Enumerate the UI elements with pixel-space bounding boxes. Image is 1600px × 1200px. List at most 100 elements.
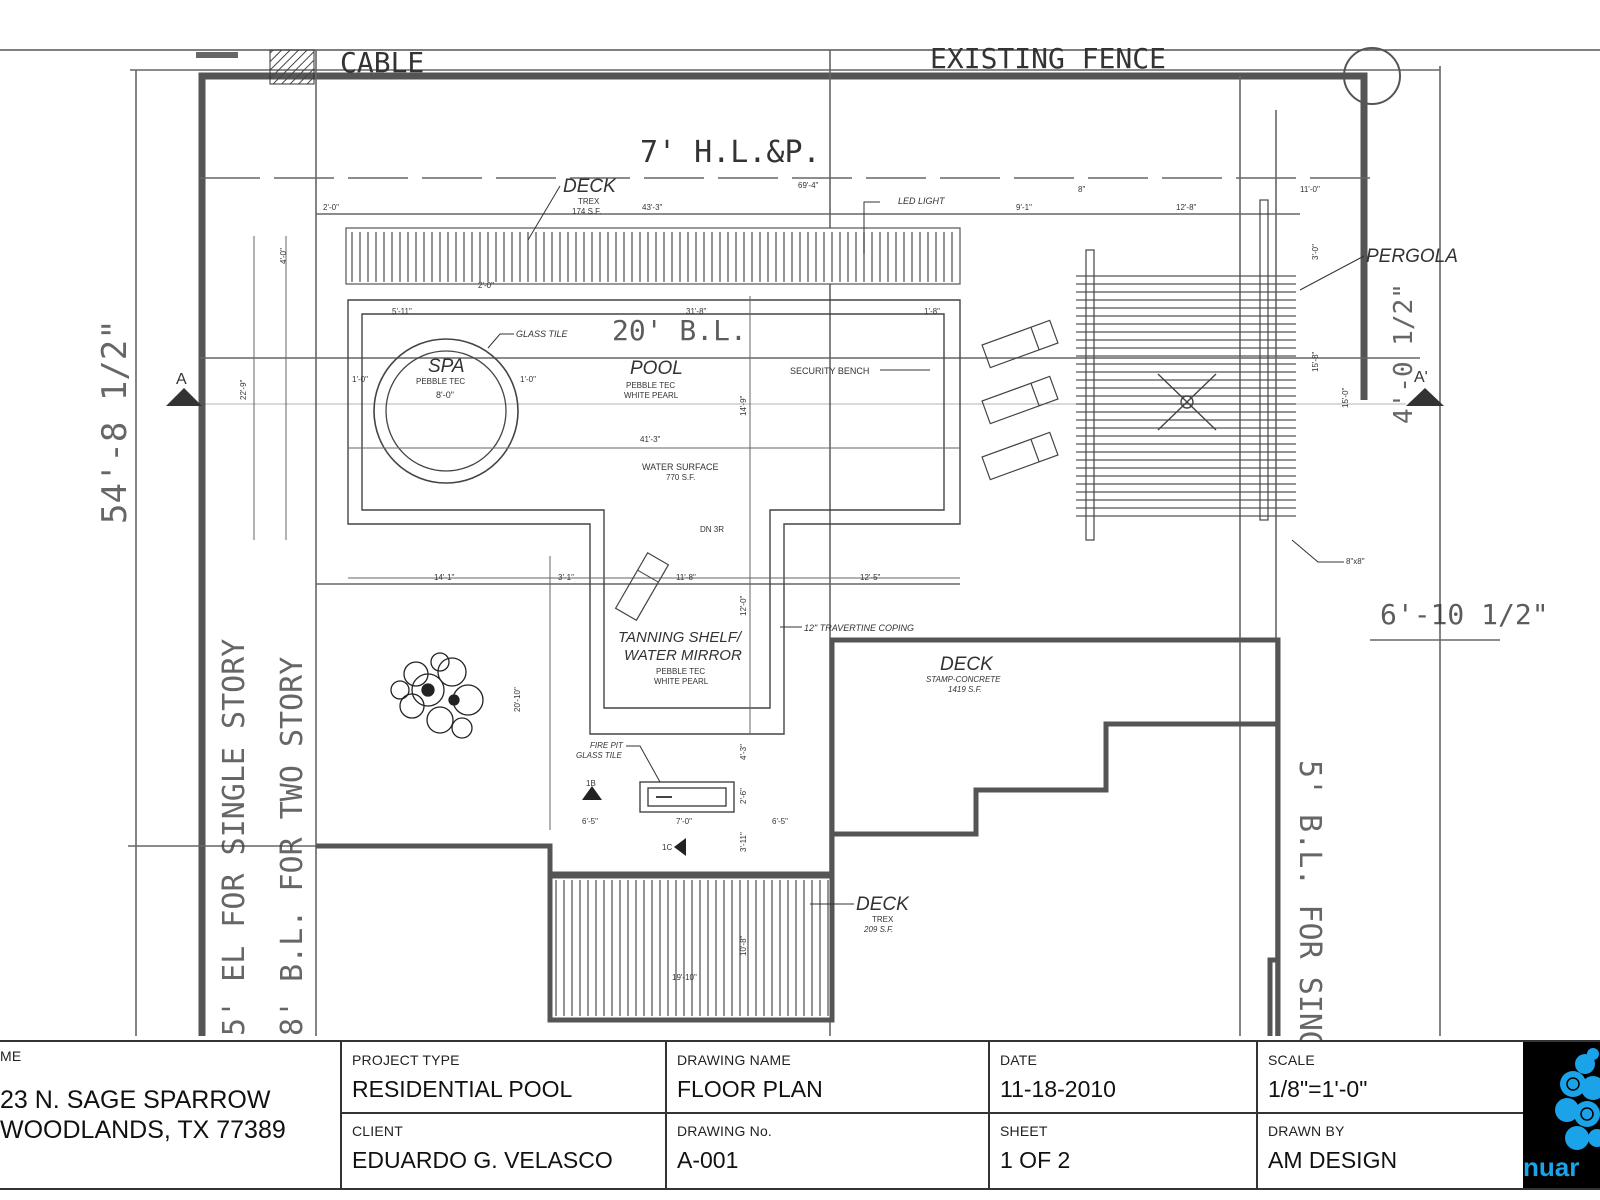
cable-label: CABLE [340, 46, 424, 79]
section-marker-1c-icon [674, 838, 686, 856]
svg-text:43'-3": 43'-3" [642, 203, 663, 212]
tb-project-type: RESIDENTIAL POOL [352, 1076, 573, 1102]
deck-top-area: 174 S.F. [572, 207, 601, 216]
water-surface-label: WATER SURFACE [642, 462, 719, 472]
svg-text:6'-5": 6'-5" [772, 817, 788, 826]
svg-text:1'-0": 1'-0" [352, 375, 368, 384]
section-a-left-icon [166, 388, 202, 406]
tb-address-cell: ME 23 N. SAGE SPARROW WOODLANDS, TX 7738… [0, 1042, 340, 1188]
logo-text: nuar [1523, 1152, 1579, 1182]
tb-sheet-cell: SHEET 1 OF 2 [988, 1113, 1256, 1188]
tanning-shelf-finish: PEBBLE TEC [656, 667, 705, 676]
svg-text:5'-11": 5'-11" [392, 307, 412, 316]
left-bl-label: 8' B.L. FOR TWO STORY [275, 657, 310, 1036]
deck-concrete-area: 1419 S.F. [948, 685, 982, 694]
deck-top-name: DECK [563, 176, 617, 197]
tb-client: EDUARDO G. VELASCO [352, 1147, 613, 1173]
deck-bottom [547, 873, 835, 1023]
svg-text:3'-0": 3'-0" [1311, 244, 1320, 260]
fire-pit-label2: GLASS TILE [576, 751, 622, 760]
spa [373, 338, 519, 484]
section-a-left-label: A [176, 371, 187, 388]
lounge-chairs [981, 319, 1059, 481]
post-size-label: 8"x8" [1346, 557, 1365, 566]
spa-finish: PEBBLE TEC [416, 377, 465, 386]
svg-text:12'-5": 12'-5" [860, 573, 881, 582]
title-block: ME 23 N. SAGE SPARROW WOODLANDS, TX 7738… [0, 1040, 1600, 1190]
svg-text:14'-1": 14'-1" [434, 573, 455, 582]
svg-text:12'-0": 12'-0" [739, 595, 748, 616]
svg-text:4'-3": 4'-3" [739, 744, 748, 760]
tb-drawn-by-cell: DRAWN BY AM DESIGN [1256, 1113, 1523, 1188]
pool-color: WHITE PEARL [624, 391, 679, 400]
tb-sheet-label: SHEET [1000, 1123, 1048, 1139]
svg-text:2'-6": 2'-6" [739, 788, 748, 804]
svg-text:11'-0": 11'-0" [1300, 185, 1320, 194]
tree-icon [390, 652, 484, 739]
deck-bottom-name: DECK [856, 894, 910, 915]
section-a-right-label: A' [1414, 369, 1428, 386]
deck-bottom-material: TREX [872, 915, 894, 924]
tb-address-line2: WOODLANDS, TX 77389 [0, 1116, 286, 1144]
tb-drawing-no-label: DRAWING No. [677, 1123, 773, 1139]
tb-drawing-no: A-001 [677, 1147, 739, 1173]
tb-drawing-name-cell: DRAWING NAME FLOOR PLAN [665, 1042, 988, 1113]
svg-text:69'-4": 69'-4" [798, 181, 819, 190]
svg-text:9'-1": 9'-1" [1016, 203, 1032, 212]
tb-date: 11-18-2010 [1000, 1076, 1116, 1102]
right-setback-hatch [1267, 957, 1278, 1036]
svg-text:11'-8": 11'-8" [676, 573, 696, 582]
tb-scale-cell: SCALE 1/8"=1'-0" [1256, 1042, 1523, 1113]
cable-box [269, 49, 315, 85]
svg-text:12'-8": 12'-8" [1176, 203, 1197, 212]
tb-sheet: 1 OF 2 [1000, 1147, 1071, 1173]
deck-top [345, 227, 961, 285]
pool-setback-label: 20' B.L. [612, 314, 747, 347]
svg-text:14'-9": 14'-9" [739, 395, 748, 416]
site-plan-drawing: CABLE EXISTING FENCE 7' H.L.&P. DECK TRE… [0, 42, 1600, 1040]
svg-text:19'-10": 19'-10" [672, 973, 697, 982]
svg-text:20'-10": 20'-10" [513, 687, 522, 712]
company-logo: nuar [1523, 1042, 1600, 1188]
tb-project-type-cell: PROJECT TYPE RESIDENTIAL POOL [340, 1042, 665, 1113]
tb-client-label: CLIENT [352, 1123, 403, 1139]
spa-diameter: 8'-0" [436, 390, 454, 400]
svg-text:3'-1": 3'-1" [558, 573, 574, 582]
dn-3r-label: DN 3R [700, 525, 724, 534]
section-marker-1b-icon [582, 786, 602, 800]
tb-row-divider [340, 1112, 1523, 1114]
deck-concrete-material: STAMP-CONCRETE [926, 675, 1001, 684]
hlp-easement-label: 7' H.L.&P. [640, 135, 821, 170]
right-top-dim-label: 4'-0 1/2" [1389, 283, 1419, 424]
pool-name: POOL [630, 358, 683, 379]
tanning-shelf-name1: TANNING SHELF/ [618, 629, 743, 646]
led-light-label: LED LIGHT [898, 196, 946, 206]
tb-client-cell: CLIENT EDUARDO G. VELASCO [340, 1113, 665, 1188]
tb-scale-label: SCALE [1268, 1052, 1315, 1068]
marker-1b-label: 1B [586, 779, 596, 788]
tb-project-type-label: PROJECT TYPE [352, 1052, 460, 1068]
dimension-labels: 2'-0" 43'-3" 69'-4" 9'-1" 12'-8" 8" 11'-… [239, 181, 1350, 982]
fire-pit [639, 781, 735, 813]
svg-text:2'-0": 2'-0" [323, 203, 339, 212]
svg-text:4'-0": 4'-0" [279, 248, 288, 264]
right-dim-label: 6'-10 1/2" [1380, 598, 1549, 631]
property-line [198, 72, 1368, 1036]
svg-text:2'-0": 2'-0" [478, 281, 494, 290]
tanning-lounge [614, 552, 670, 622]
tb-date-label: DATE [1000, 1052, 1038, 1068]
tb-drawing-no-cell: DRAWING No. A-001 [665, 1113, 988, 1188]
svg-text:7'-0": 7'-0" [676, 817, 692, 826]
travertine-label: 12" TRAVERTINE COPING [804, 623, 914, 633]
spa-name: SPA [428, 356, 465, 377]
tb-name-label: ME [0, 1048, 22, 1064]
tb-scale: 1/8"=1'-0" [1268, 1076, 1368, 1102]
svg-text:31'-8": 31'-8" [686, 307, 707, 316]
svg-text:6'-5": 6'-5" [582, 817, 598, 826]
fire-pit-label1: FIRE PIT [590, 741, 624, 750]
marker-1c-label: 1C [662, 843, 672, 852]
pool-outline [347, 299, 961, 735]
tb-address-line1: 23 N. SAGE SPARROW [0, 1086, 271, 1114]
svg-text:15'-8": 15'-8" [1311, 351, 1320, 372]
svg-text:41'-3": 41'-3" [640, 435, 661, 444]
